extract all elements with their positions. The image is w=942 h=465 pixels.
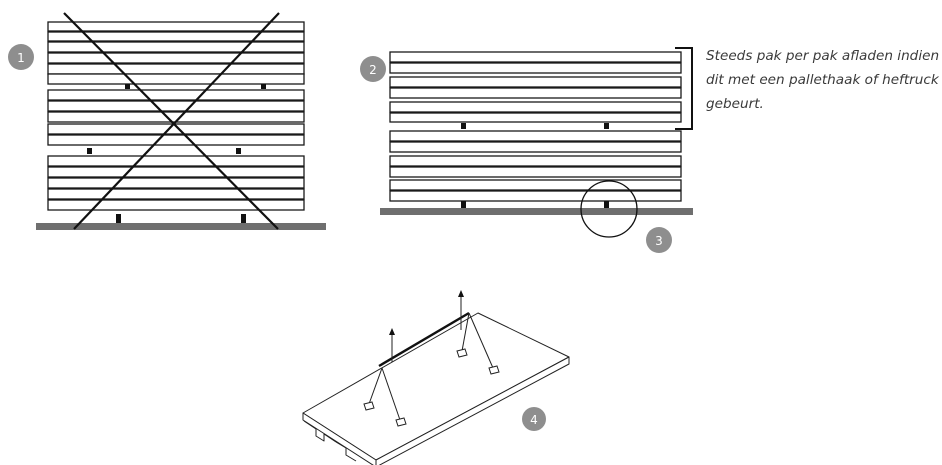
cross-line-a [63, 12, 279, 230]
badge-1: 1 [8, 44, 34, 70]
spacer-detail-circle [580, 180, 638, 238]
badge-4: 4 [522, 407, 546, 431]
svg-text:4: 4 [530, 413, 538, 427]
stack-2-boards [389, 51, 682, 208]
caption-line-1: Steeds pak per pak afladen indien [706, 48, 940, 64]
package-board [302, 312, 570, 465]
badge-3: 3 [646, 227, 672, 253]
figure-1-crossed-stack: 1 [8, 12, 326, 230]
ground-1 [36, 223, 326, 230]
lift-arrow-right [458, 290, 464, 297]
caption-line-2: dit met een pallethaak of heftruck [706, 72, 939, 88]
cross-line-b [73, 12, 280, 230]
hook-tabs [363, 348, 500, 427]
svg-text:2: 2 [369, 63, 377, 77]
caption-line-3: gebeurt. [706, 96, 764, 112]
svg-text:1: 1 [17, 51, 25, 65]
lifting-bar [378, 311, 470, 368]
lift-arrows [389, 290, 464, 335]
package-bracket [675, 47, 693, 130]
figure-4-lifting-package: 4 [302, 290, 570, 465]
slings [368, 292, 494, 421]
stack-1-boards [47, 21, 305, 223]
figure-2-correct-stack: 2 3 [360, 47, 693, 253]
handling-instruction-text: Steeds pak per pak afladen indien dit me… [706, 44, 942, 116]
svg-text:3: 3 [655, 234, 663, 248]
badge-2: 2 [360, 56, 386, 82]
lift-arrow-left [389, 328, 395, 335]
ground-2 [380, 208, 693, 215]
